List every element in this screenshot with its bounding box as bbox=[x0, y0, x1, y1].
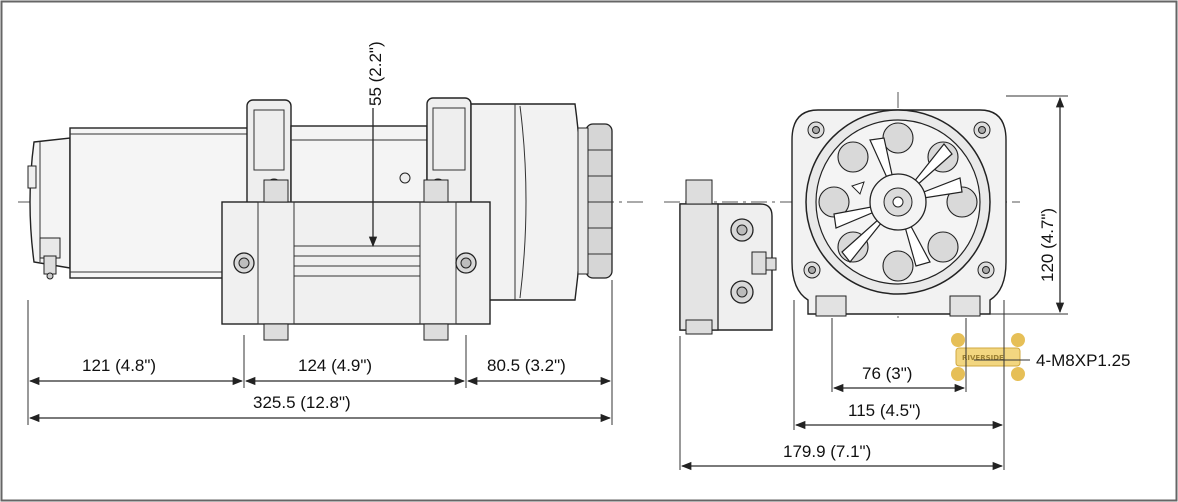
side-bracket bbox=[679, 179, 777, 335]
terminal-stud bbox=[39, 237, 61, 280]
dim-label-325-5: 325.5 (12.8") bbox=[253, 393, 351, 412]
foot-right bbox=[949, 295, 981, 317]
motor-housing bbox=[69, 127, 251, 279]
side-view: 55 (2.2") bbox=[18, 41, 645, 341]
drum-lobes bbox=[818, 122, 978, 282]
dim-label-120: 120 (4.7") bbox=[1038, 208, 1057, 282]
dim-label-55: 55 (2.2") bbox=[366, 41, 385, 106]
fairlead-roller bbox=[293, 245, 421, 277]
dim-label-124: 124 (4.9") bbox=[298, 356, 372, 375]
drum-pin bbox=[399, 172, 411, 184]
dim-label-179-9: 179.9 (7.1") bbox=[783, 442, 871, 461]
dim-label-115: 115 (4.5") bbox=[848, 401, 921, 420]
clutch-knob bbox=[577, 123, 613, 279]
dim-label-80-5: 80.5 (3.2") bbox=[487, 356, 566, 375]
logo-text: RIVERSIDE bbox=[962, 354, 1004, 362]
front-view-dimensions: 120 (4.7") 76 (3") 115 (4.5") 179.9 (7.1… bbox=[679, 95, 1131, 471]
front-view: RIVERSIDE bbox=[664, 92, 1025, 381]
logo-watermark: RIVERSIDE bbox=[951, 333, 1025, 381]
fairlead-frame bbox=[221, 201, 491, 325]
side-view-dimensions: 121 (4.8") 124 (4.9") 80.5 (3.2") 325.5 … bbox=[27, 280, 613, 425]
dim-label-76: 76 (3") bbox=[862, 364, 912, 383]
dim-label-121: 121 (4.8") bbox=[82, 356, 156, 375]
foot-left bbox=[815, 295, 847, 317]
bolt-spec-label: 4-M8XP1.25 bbox=[1036, 351, 1131, 370]
